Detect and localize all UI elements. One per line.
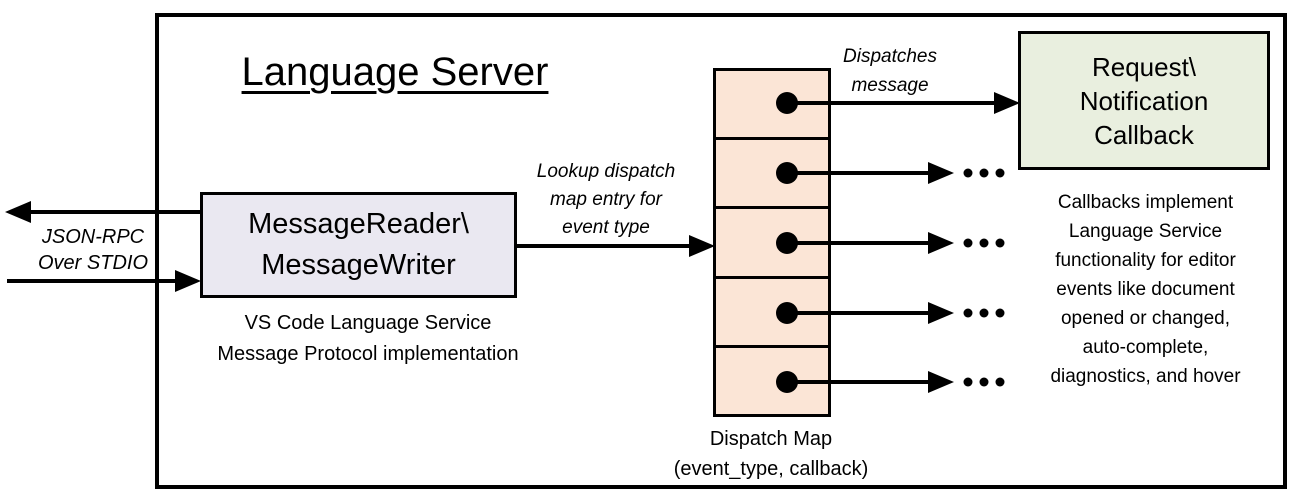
callbacks-note: Callbacks implement Language Service fun…: [1050, 192, 1241, 387]
message-reader-writer-label: MessageReader\ MessageWriter: [248, 208, 469, 281]
dispatch-map-cell: [716, 348, 828, 414]
dispatch-map-caption: Dispatch Map (event_type, callback): [673, 428, 869, 480]
dispatch-map-cell: [716, 71, 828, 141]
dispatch-map: [713, 68, 831, 417]
dispatch-map-cell: [716, 209, 828, 279]
callback-box: Request\ Notification Callback: [1018, 31, 1270, 170]
language-server-container: [155, 13, 1287, 489]
message-reader-writer-box: MessageReader\ MessageWriter: [200, 192, 517, 298]
callback-box-label: Request\ Notification Callback: [1079, 51, 1209, 150]
reader-caption: VS Code Language Service Message Protoco…: [217, 312, 519, 365]
dispatch-map-cell: [716, 140, 828, 210]
stdio-label: JSON-RPC Over STDIO: [37, 226, 148, 274]
dispatch-map-cell: [716, 279, 828, 348]
diagram-title: Language Server: [241, 50, 549, 94]
lookup-label: Lookup dispatch map entry for event type: [536, 161, 676, 238]
dispatches-label: Dispatches message: [843, 46, 937, 96]
